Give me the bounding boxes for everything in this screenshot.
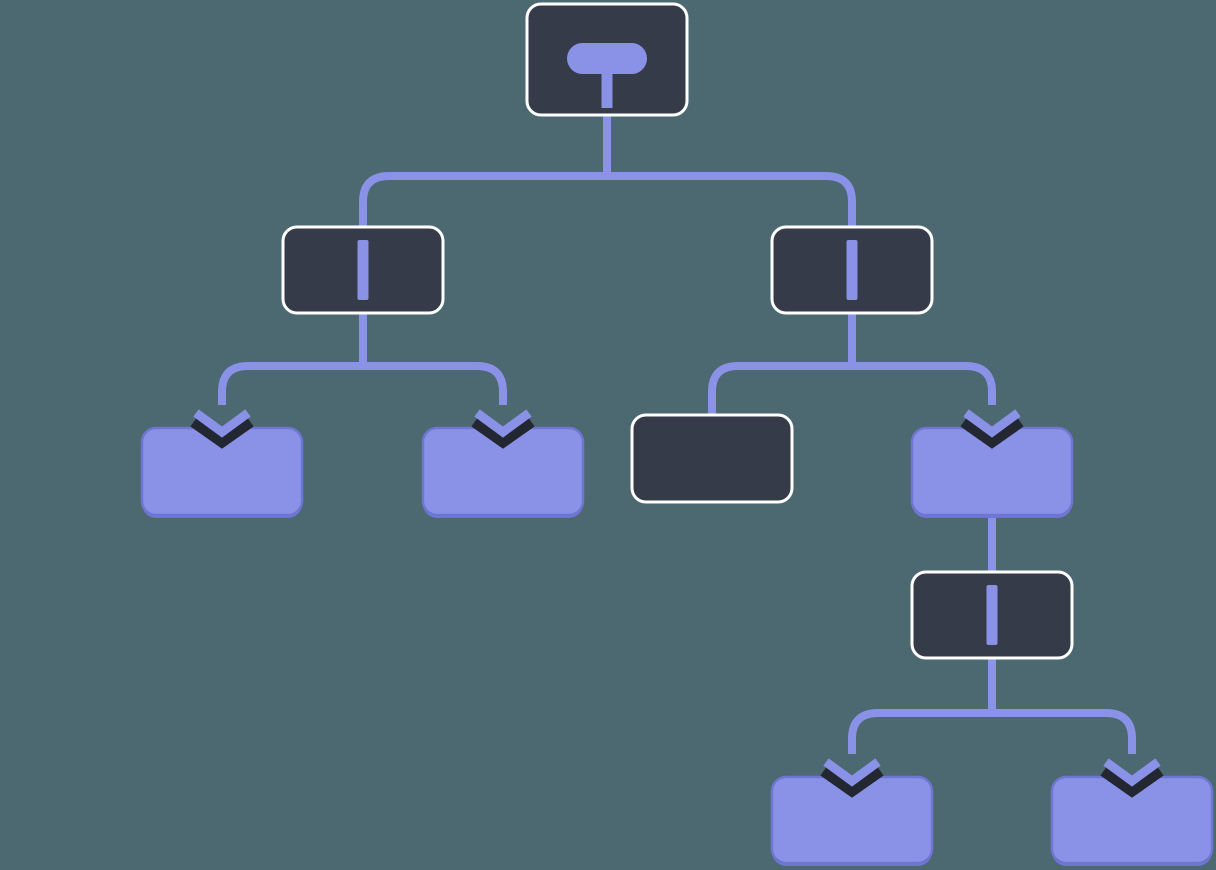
edge-left-fork — [218, 311, 507, 405]
node-branch-left[interactable] — [281, 225, 445, 315]
arrow-down-icon — [820, 758, 884, 798]
edge-right-fork-segment — [848, 311, 996, 405]
node-layer — [140, 2, 1214, 866]
arrow-down-stroke — [823, 758, 881, 787]
node-branch-bottom[interactable] — [910, 570, 1074, 660]
edge-root-fork — [359, 113, 856, 231]
arrow-down-outline — [960, 413, 1024, 449]
edge-bottom-fork-segment — [848, 656, 996, 754]
edge-bottom-fork-segment — [988, 656, 1136, 754]
edge-left-fork-segment — [218, 311, 367, 405]
split-bar-icon — [846, 240, 858, 300]
arrowhead-layer — [190, 409, 1164, 798]
root-pill-icon — [567, 43, 647, 108]
edge-root-fork-segment — [359, 113, 611, 231]
node-node-mid[interactable] — [910, 426, 1074, 518]
edge-root-fork-segment — [603, 113, 856, 231]
arrow-down-stroke — [963, 409, 1021, 438]
arrow-down-outline — [471, 413, 535, 449]
arrow-down-outline — [820, 762, 884, 798]
edge-right-fork — [708, 311, 996, 419]
edge-bottom-fork — [848, 656, 1136, 754]
split-bar-icon — [357, 240, 369, 300]
node-leaf-left-1[interactable] — [140, 426, 304, 518]
edge-right-fork-segment — [708, 311, 856, 419]
arrow-down-icon — [190, 409, 254, 449]
root-pill-stem — [601, 70, 613, 108]
arrow-down-icon — [960, 409, 1024, 449]
arrow-down-icon — [471, 409, 535, 449]
arrow-down-icon — [1100, 758, 1164, 798]
node-root[interactable] — [525, 2, 689, 117]
connector-layer — [218, 113, 1136, 754]
arrow-down-stroke — [474, 409, 532, 438]
arrow-down-outline — [1100, 762, 1164, 798]
arrow-down-stroke — [193, 409, 251, 438]
root-pill — [567, 43, 647, 74]
edge-left-fork-segment — [359, 311, 507, 405]
node-branch-right[interactable] — [770, 225, 934, 315]
node-leaf-dark[interactable] — [630, 413, 794, 504]
node-body[interactable] — [630, 413, 794, 504]
arrow-down-stroke — [1103, 758, 1161, 787]
split-bar-icon — [986, 585, 998, 645]
arrow-down-outline — [190, 413, 254, 449]
node-leaf-bottom-1[interactable] — [770, 775, 934, 866]
